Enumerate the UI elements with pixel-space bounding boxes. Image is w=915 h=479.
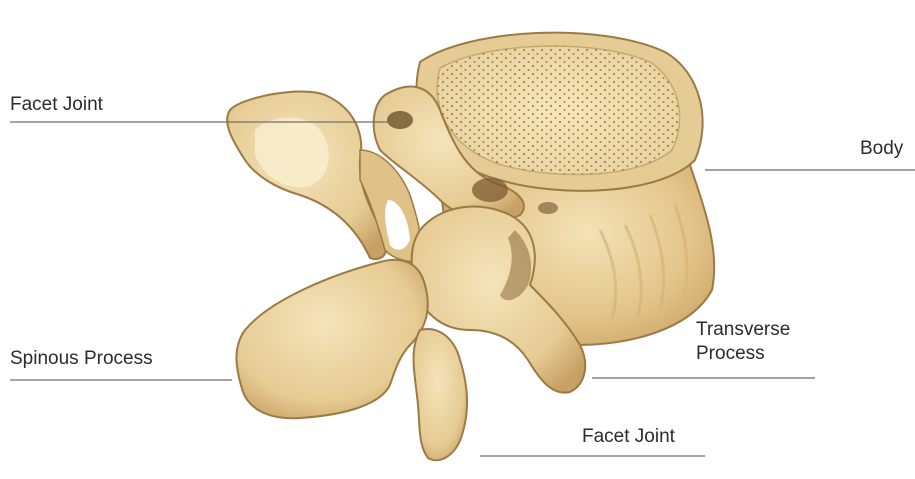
label-spinous-process: Spinous Process [10,347,153,371]
spinous-process [236,260,427,418]
label-facet-joint-bottom: Facet Joint [582,425,675,449]
foramen-shadow [538,202,558,214]
label-facet-joint-top: Facet Joint [10,93,103,117]
facet-notch-top [387,111,413,129]
label-body: Body [860,137,903,161]
inferior-articular-process [414,329,468,460]
pedicle-shadow [472,178,508,202]
label-transverse-process: Transverse Process [696,318,816,366]
